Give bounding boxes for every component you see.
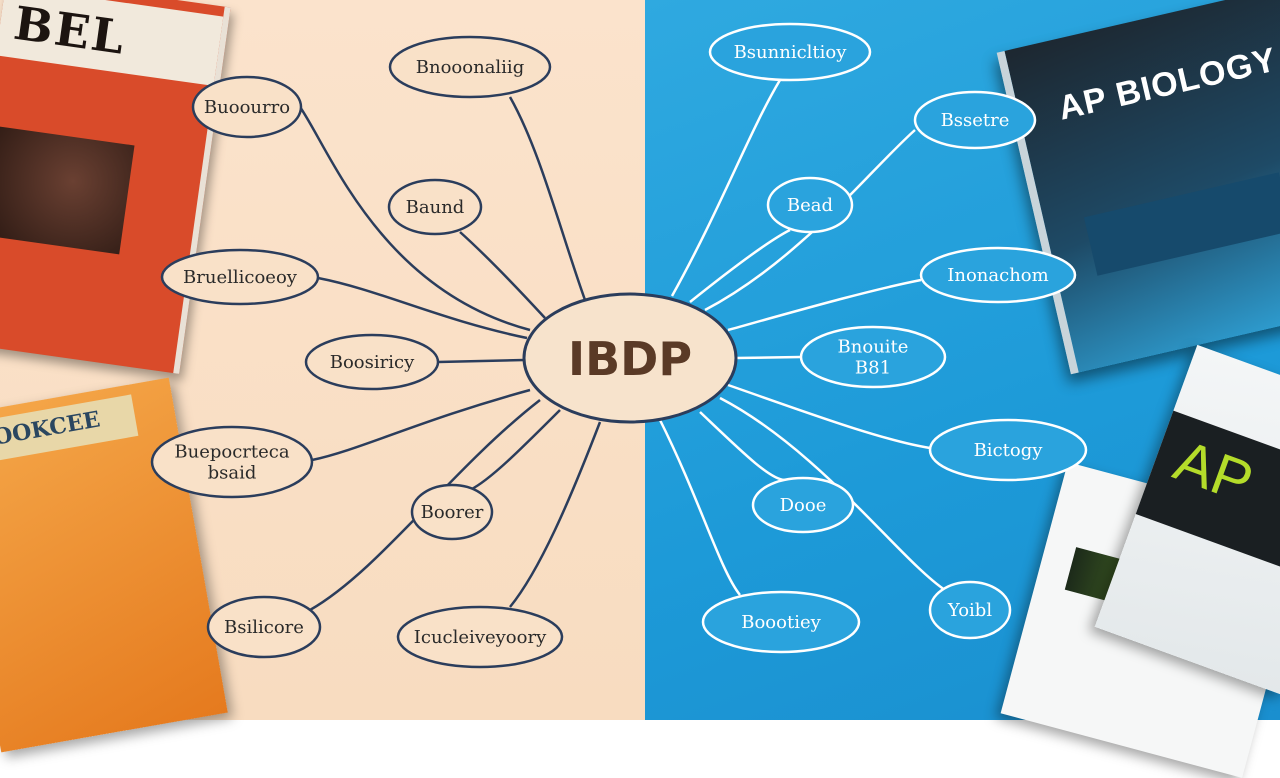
node-label-l4: Bruellicoeoy — [183, 267, 298, 288]
node-label-l2: Bnooonaliig — [416, 57, 524, 78]
node-shape-l8 — [206, 595, 322, 659]
node-label-l5: Boosiricy — [330, 352, 415, 373]
node-shape-r9 — [928, 580, 1012, 640]
node-label-l9: Icucleiveyoory — [414, 627, 547, 648]
node-l2[interactable]: Bnooonaliig — [388, 35, 552, 99]
node-label-r3: Bead — [787, 195, 833, 216]
node-label-l8: Bsilicore — [224, 617, 304, 638]
mind-map: Buoourro BnooonaliigBaundBruellicoeoyBoos… — [150, 22, 1088, 669]
node-r6[interactable]: Bictogy — [928, 418, 1088, 482]
node-label-r6: Bictogy — [974, 440, 1044, 461]
node-shape-l3 — [387, 178, 483, 236]
node-label-l3: Baund — [406, 197, 465, 218]
center-node[interactable]: IBDP — [522, 292, 738, 424]
node-r7[interactable]: Dooe — [751, 476, 855, 534]
node-shape-l5 — [304, 333, 440, 391]
node-label-l7: Boorer — [421, 502, 484, 523]
node-label-r7: Dooe — [780, 495, 827, 516]
node-shape-l7 — [410, 483, 494, 541]
node-l1[interactable]: Buoourro — [191, 75, 303, 139]
center-node-label: IBDP — [568, 332, 692, 386]
edge-r7 — [699, 411, 786, 482]
edge-l4 — [317, 276, 528, 340]
edge-r4 — [727, 278, 922, 332]
edge-l9 — [509, 421, 602, 608]
node-shape-l9 — [396, 605, 564, 669]
edge-l1 — [298, 106, 531, 332]
node-r1[interactable]: Bsunnicltioy — [708, 22, 872, 82]
edge-r8 — [658, 419, 741, 596]
node-l8[interactable]: Bsilicore — [206, 595, 322, 659]
node-shape-r3 — [766, 176, 854, 234]
edge-l6 — [311, 388, 531, 462]
node-shape-r2 — [913, 90, 1037, 150]
node-l3[interactable]: Baund — [387, 178, 483, 236]
node-shape-l4 — [160, 248, 320, 306]
node-shape-l2 — [388, 35, 552, 99]
node-shape-r7 — [751, 476, 855, 534]
edge-l5 — [437, 358, 525, 364]
edge-r6 — [727, 383, 931, 450]
node-l9[interactable]: Icucleiveyoory — [396, 605, 564, 669]
mind-map-nodes: Buoourro BnooonaliigBaundBruellicoeoyBoos… — [150, 22, 1088, 669]
node-shape-r5 — [799, 325, 947, 389]
node-l5[interactable]: Boosiricy — [304, 333, 440, 391]
node-shape-r1 — [708, 22, 872, 82]
edge-r5 — [735, 355, 802, 360]
edge-r1 — [670, 79, 782, 297]
node-label-r4: Inonachom — [947, 265, 1048, 286]
node-shape-l6 — [150, 425, 314, 499]
edge-l2 — [508, 96, 587, 301]
node-r2[interactable]: Bssetre — [913, 90, 1037, 150]
node-r4[interactable]: Inonachom — [919, 246, 1077, 304]
node-label-r2: Bssetre — [941, 110, 1010, 131]
node-r9[interactable]: Yoibl — [928, 580, 1012, 640]
node-shape-r4 — [919, 246, 1077, 304]
node-r8[interactable]: Boootiey — [701, 590, 861, 654]
node-label-l1: Buoourro — [204, 97, 290, 118]
edge-r3 — [689, 228, 791, 303]
node-label-r9: Yoibl — [947, 600, 992, 621]
node-l4[interactable]: Bruellicoeoy — [160, 248, 320, 306]
node-shape-r6 — [928, 418, 1088, 482]
edge-l3 — [459, 231, 546, 319]
node-label-r8: Boootiey — [741, 612, 821, 633]
node-shape-r8 — [701, 590, 861, 654]
node-shape-l1 — [191, 75, 303, 139]
node-l7[interactable]: Boorer — [410, 483, 494, 541]
node-r3[interactable]: Bead — [766, 176, 854, 234]
edge-l7 — [469, 409, 561, 492]
node-label-r1: Bsunnicltioy — [734, 42, 848, 63]
